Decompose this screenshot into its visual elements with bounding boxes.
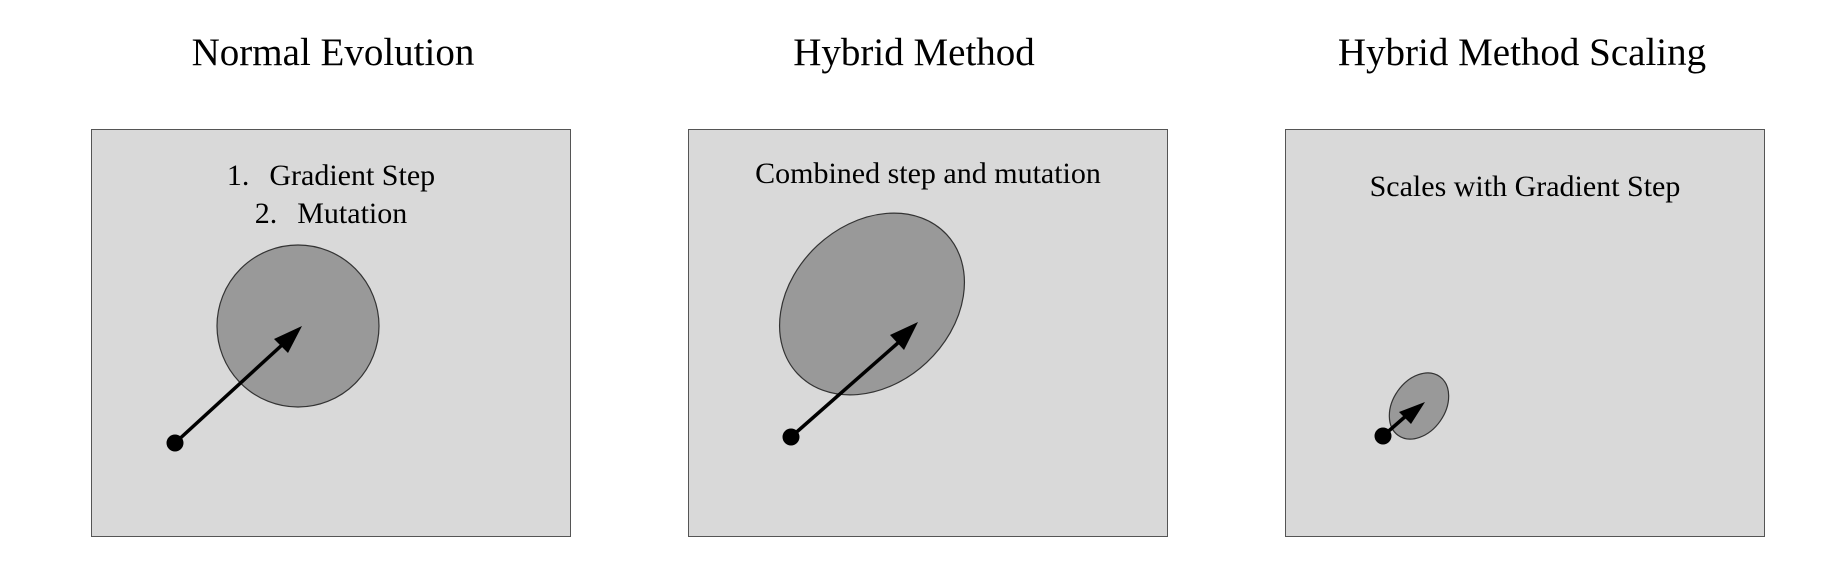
step-list: 1. Gradient Step 2. Mutation <box>92 157 570 233</box>
panel-title-normal-evolution: Normal Evolution <box>191 31 475 74</box>
panel-title-hybrid-method: Hybrid Method <box>793 31 1035 74</box>
step-item-gradient-step: 1. Gradient Step <box>92 157 570 195</box>
gradient-step-arrowhead <box>890 322 918 350</box>
gradient-step-arrow <box>789 340 901 439</box>
step-item-mutation: 2. Mutation <box>92 195 570 233</box>
panel-normal-evolution: 1. Gradient Step 2. Mutation <box>91 129 571 537</box>
panel-description: Scales with Gradient Step <box>1369 170 1681 203</box>
step-label: Mutation <box>297 197 408 230</box>
gradient-step-arrowhead <box>274 326 302 353</box>
panel-hybrid-method-scaling: Scales with Gradient Step <box>1285 129 1765 537</box>
normal-evolution-figure <box>166 244 380 452</box>
hybrid-method-figure <box>778 212 966 446</box>
step-label: Gradient Step <box>269 159 436 192</box>
step-number: 2. <box>254 197 278 230</box>
hybrid-scaling-figure <box>1374 372 1450 445</box>
gradient-step-arrow <box>1381 413 1409 438</box>
panel-title-hybrid-method-scaling: Hybrid Method Scaling <box>1337 31 1707 74</box>
gradient-step-arrow <box>173 343 284 445</box>
panel-description: Combined step and mutation <box>755 157 1101 190</box>
step-number: 1. <box>226 159 250 192</box>
panel-hybrid-method: Combined step and mutation <box>688 129 1168 537</box>
gradient-step-arrowhead <box>1399 402 1425 424</box>
mutation-region-ellipse <box>778 212 966 396</box>
